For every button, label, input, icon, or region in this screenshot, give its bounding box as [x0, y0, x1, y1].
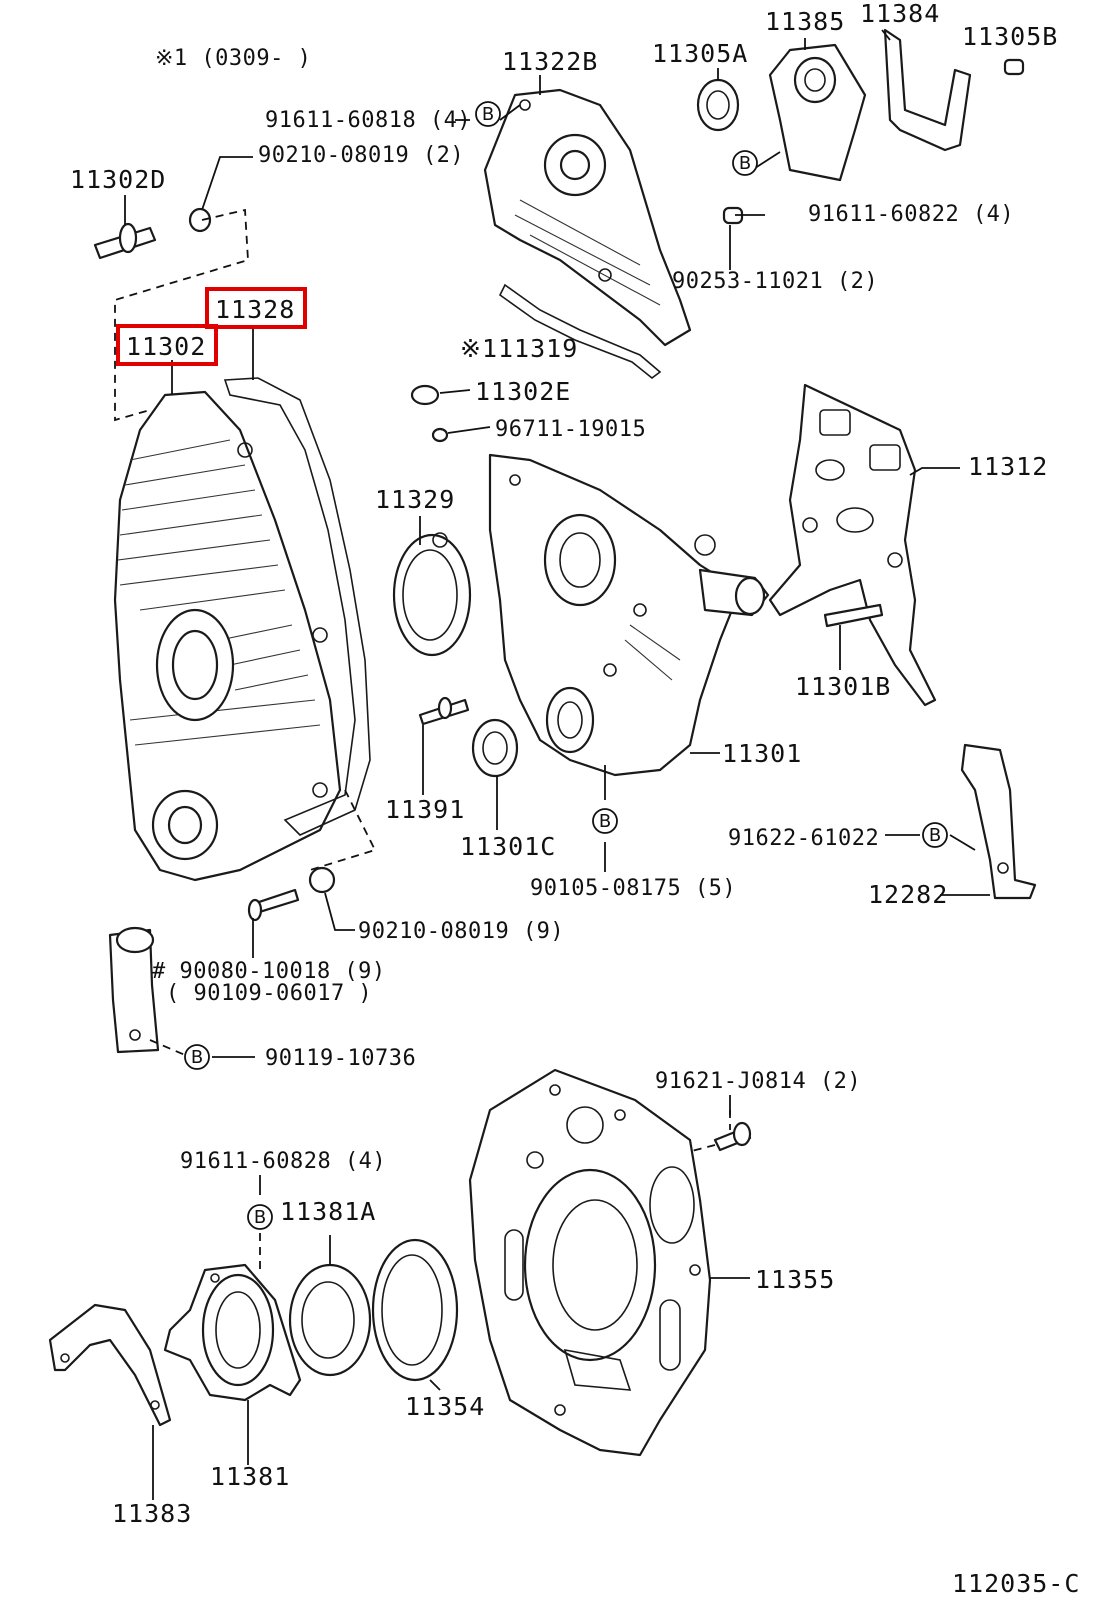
part-11302-timing-cover[interactable]	[113, 390, 342, 882]
callout-11355[interactable]: 11355	[755, 1265, 835, 1294]
highlight-box-11328	[205, 287, 307, 329]
part-11381-retainer[interactable]	[163, 1263, 302, 1402]
callout-90210-08019-2[interactable]: 90210-08019 (2)	[258, 143, 464, 168]
callout-90105-08175[interactable]: 90105-08175 (5)	[530, 876, 736, 901]
b-marker-91611-60818: B	[475, 101, 501, 127]
b-marker-91611-60828: B	[247, 1204, 273, 1230]
callout-91611-60818[interactable]: 91611-60818 (4)	[265, 108, 471, 133]
svg-text:B: B	[599, 811, 611, 832]
callout-11383[interactable]: 11383	[112, 1499, 192, 1528]
callout-90109-06017[interactable]: ( 90109-06017 )	[166, 981, 372, 1006]
callout-11322B[interactable]: 11322B	[502, 47, 598, 76]
callout-11391[interactable]: 11391	[385, 795, 465, 824]
b-marker-91611-60822: B	[732, 150, 758, 176]
part-11381a-oil-seal[interactable]	[288, 1263, 372, 1377]
callout-11302D[interactable]: 11302D	[70, 165, 166, 194]
callout-91622-61022[interactable]: 91622-61022	[728, 826, 879, 851]
callout-11329[interactable]: 11329	[375, 485, 455, 514]
callout-11381[interactable]: 11381	[210, 1462, 290, 1491]
part-11328-gasket[interactable]	[223, 377, 371, 836]
part-96711-plug[interactable]	[431, 427, 449, 443]
callout-11301[interactable]: 11301	[722, 739, 802, 768]
svg-text:B: B	[929, 825, 941, 846]
part-11301-timing-case[interactable]	[488, 453, 770, 777]
part-11301c-seal[interactable]	[471, 718, 519, 778]
callout-90080-10018[interactable]: # 90080-10018 (9)	[152, 959, 386, 984]
part-left-bracket[interactable]	[108, 926, 160, 1054]
part-111319-rod[interactable]	[498, 283, 662, 380]
callout-111319[interactable]: ※111319	[460, 334, 578, 363]
diagram-code: 112035-C	[952, 1569, 1080, 1598]
part-91621-bolt[interactable]	[713, 1121, 752, 1152]
callout-91621-J0814[interactable]: 91621-J0814 (2)	[655, 1069, 861, 1094]
b-marker-90119-10736: B	[184, 1044, 210, 1070]
callout-11301B[interactable]: 11301B	[795, 672, 891, 701]
part-11384-bracket[interactable]	[883, 28, 972, 152]
part-11385-bracket[interactable]	[768, 43, 867, 182]
callout-90119-10736[interactable]: 90119-10736	[265, 1046, 416, 1071]
callout-11302[interactable]: 11302	[126, 332, 206, 361]
part-90210-washer-top[interactable]	[188, 207, 212, 233]
callout-11305A[interactable]: 11305A	[652, 39, 748, 68]
leader-lines	[124, 29, 990, 1500]
callout-11301C[interactable]: 11301C	[460, 832, 556, 861]
part-11312-gasket[interactable]	[768, 383, 937, 707]
part-11355-end-plate[interactable]	[468, 1068, 712, 1457]
part-11301b-stud[interactable]	[823, 603, 884, 628]
callout-11385[interactable]: 11385	[765, 7, 845, 36]
part-11354-seal[interactable]	[371, 1238, 459, 1382]
note-label: ※1 (0309- )	[155, 46, 311, 71]
callout-11384[interactable]: 11384	[860, 0, 940, 28]
cover-hatching	[117, 439, 321, 746]
callout-90253-11021[interactable]: 90253-11021 (2)	[672, 269, 878, 294]
callout-91611-60822[interactable]: 91611-60822 (4)	[808, 202, 1014, 227]
part-11391-bolt[interactable]	[418, 696, 470, 726]
svg-text:B: B	[482, 104, 494, 125]
highlight-box-11302	[116, 324, 218, 366]
callout-91611-60828[interactable]: 91611-60828 (4)	[180, 1149, 386, 1174]
callout-96711-19015[interactable]: 96711-19015	[495, 417, 646, 442]
callout-11305B[interactable]: 11305B	[962, 22, 1058, 51]
b-marker-91622-61022: B	[922, 822, 948, 848]
svg-text:B: B	[739, 153, 751, 174]
part-11329-seal[interactable]	[392, 532, 472, 657]
callout-11328[interactable]: 11328	[215, 295, 295, 324]
callout-90210-08019-9[interactable]: 90210-08019 (9)	[358, 919, 564, 944]
svg-text:B: B	[191, 1047, 203, 1068]
part-90210-washer-bottom[interactable]	[308, 866, 336, 894]
part-11305a-seal[interactable]	[696, 78, 740, 132]
part-11302e-plug[interactable]	[410, 384, 440, 406]
callout-11354[interactable]: 11354	[405, 1392, 485, 1421]
part-90080-bolt[interactable]	[247, 888, 300, 922]
part-11305b-pin[interactable]	[1003, 58, 1025, 76]
callout-11312[interactable]: 11312	[968, 452, 1048, 481]
callout-11381A[interactable]: 11381A	[280, 1197, 376, 1226]
part-11302d-stud[interactable]	[93, 222, 157, 260]
svg-text:B: B	[254, 1207, 266, 1228]
callout-12282[interactable]: 12282	[868, 880, 948, 909]
part-12282-bracket[interactable]	[960, 743, 1037, 900]
callout-11302E[interactable]: 11302E	[475, 377, 571, 406]
part-11383-gasket[interactable]	[48, 1303, 172, 1427]
b-marker-90105-08175: B	[592, 808, 618, 834]
